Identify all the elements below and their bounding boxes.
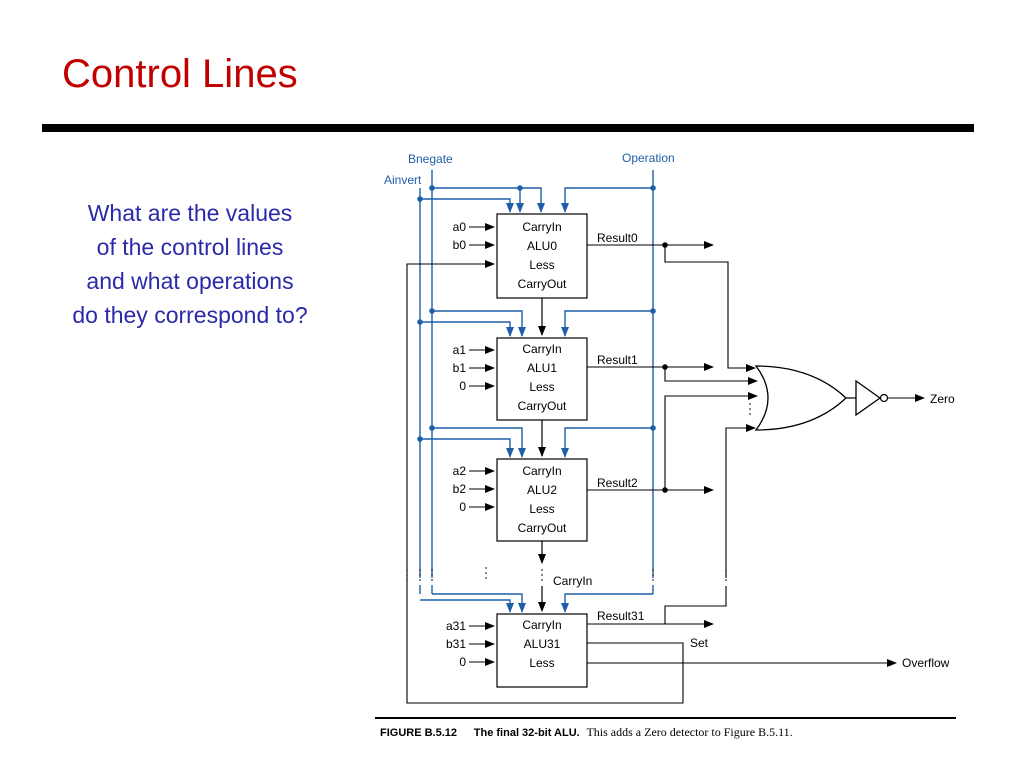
alu2-input-less: 0 xyxy=(459,500,466,514)
question-line: of the control lines xyxy=(96,234,284,260)
alu0-input-b: b0 xyxy=(453,238,467,252)
alu31-input-b: b31 xyxy=(446,637,466,651)
overflow-label: Overflow xyxy=(902,656,950,670)
set-label: Set xyxy=(690,636,709,650)
result1-label: Result1 xyxy=(597,353,638,367)
inverter xyxy=(855,379,882,417)
alu2-carryout: CarryOut xyxy=(518,521,567,535)
bus-junctions xyxy=(417,185,656,442)
set-feedback-wire xyxy=(406,260,684,704)
ellipsis-dots xyxy=(406,403,751,581)
alu31-input-a: a31 xyxy=(446,619,466,633)
or-gate xyxy=(754,365,847,431)
title-rule xyxy=(42,124,974,132)
alu2-input-a: a2 xyxy=(453,464,467,478)
question-line: What are the values xyxy=(87,200,293,226)
alu0-carryout: CarryOut xyxy=(518,277,567,291)
question-line: do they correspond to? xyxy=(72,302,308,328)
operation-label: Operation xyxy=(622,151,675,165)
alu1-control-taps xyxy=(420,310,653,337)
alu2-less: Less xyxy=(529,502,554,516)
alu31-input-less: 0 xyxy=(459,655,466,669)
alu1-carryout: CarryOut xyxy=(518,399,567,413)
alu2-name: ALU2 xyxy=(527,483,557,497)
alu1-input-a: a1 xyxy=(453,343,467,357)
alu2-carryin: CarryIn xyxy=(522,464,561,478)
alu2-input-b: b2 xyxy=(453,482,467,496)
alu31-box xyxy=(496,613,588,688)
inverter-bubble xyxy=(879,393,889,403)
alu1-name: ALU1 xyxy=(527,361,557,375)
alu0-name: ALU0 xyxy=(527,239,557,253)
figure-caption: FIGURE B.5.12 The final 32-bit ALU. This… xyxy=(380,725,793,739)
alu31-less: Less xyxy=(529,656,554,670)
alu1-input-less: 0 xyxy=(459,379,466,393)
result2-label: Result2 xyxy=(597,476,638,490)
alu-inputs xyxy=(469,223,495,666)
alu0-box xyxy=(496,213,588,299)
control-buses xyxy=(419,170,654,594)
result31-label: Result31 xyxy=(597,609,645,623)
alu0-control-taps xyxy=(420,187,653,213)
alu2-control-taps xyxy=(420,427,653,458)
figure-title: The final 32-bit ALU. xyxy=(474,727,580,739)
zero-label: Zero xyxy=(930,392,955,406)
alu31-name: ALU31 xyxy=(524,637,561,651)
alu31-control-taps xyxy=(420,593,653,613)
alu0-less: Less xyxy=(529,258,554,272)
question-text: What are the values of the control lines… xyxy=(40,196,340,332)
figure-description: This adds a Zero detector to Figure B.5.… xyxy=(586,725,792,739)
figure-number: FIGURE B.5.12 xyxy=(380,727,457,739)
alu0-carryin: CarryIn xyxy=(522,220,561,234)
question-line: and what operations xyxy=(86,268,294,294)
ainvert-label: Ainvert xyxy=(384,173,422,187)
alu31-carryin: CarryIn xyxy=(522,618,561,632)
alu-boxes xyxy=(496,213,588,688)
alu0-input-a: a0 xyxy=(453,220,467,234)
alu1-box xyxy=(496,337,588,421)
slide-title: Control Lines xyxy=(62,52,298,96)
result0-label: Result0 xyxy=(597,231,638,245)
result-junctions xyxy=(662,242,668,493)
bnegate-label: Bnegate xyxy=(408,152,453,166)
alu1-carryin: CarryIn xyxy=(522,342,561,356)
alu1-less: Less xyxy=(529,380,554,394)
alu2-box xyxy=(496,458,588,542)
alu1-input-b: b1 xyxy=(453,361,467,375)
carryin-label: CarryIn xyxy=(553,574,592,588)
result-wires xyxy=(587,241,758,628)
